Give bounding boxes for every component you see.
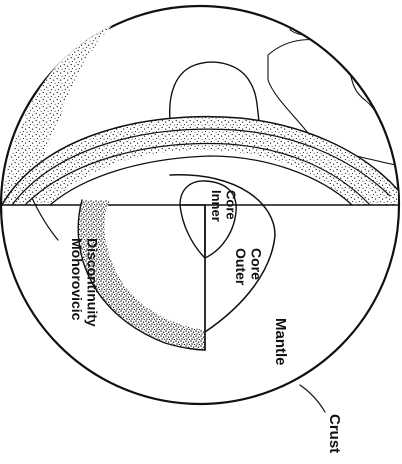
moho-label: MohorovicicDiscontinuity xyxy=(69,238,100,327)
inner-core-label: InnerCore xyxy=(209,190,238,222)
outer-core-label: OuterCore xyxy=(233,248,264,286)
continent-shape-top xyxy=(290,21,335,35)
inner-core-left xyxy=(180,205,205,258)
crust-label: Crust xyxy=(326,414,343,453)
mantle-band xyxy=(2,117,398,205)
label-group: Crust Mantle OuterCore InnerCore Mohorov… xyxy=(69,190,343,453)
crust-leader-line xyxy=(300,385,325,412)
mantle-label: Mantle xyxy=(272,318,289,366)
